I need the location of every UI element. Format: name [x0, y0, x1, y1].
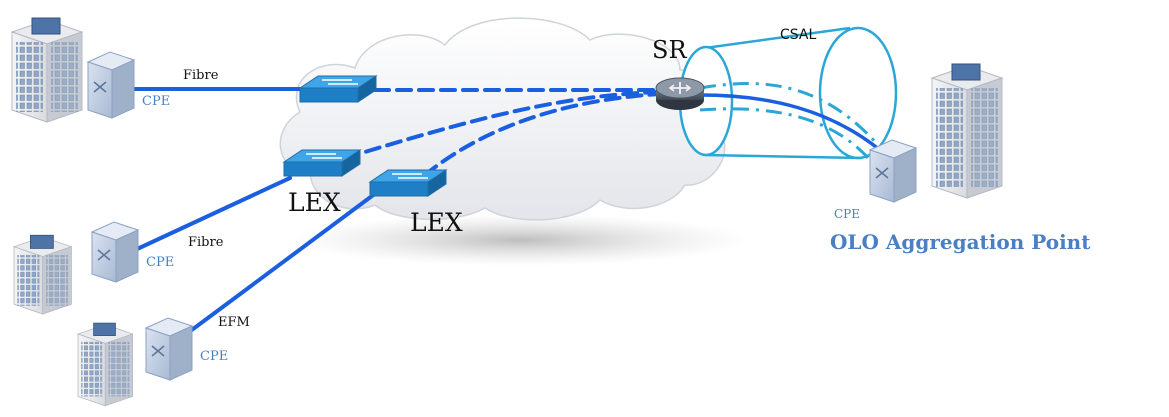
lex-label-1: LEX — [288, 188, 341, 217]
dashed-link-3 — [423, 92, 662, 177]
dashed-link-2 — [343, 90, 662, 160]
router-icon — [655, 77, 705, 110]
lan-switch-icon — [368, 169, 448, 197]
cpe-switch-icon — [868, 139, 918, 203]
lan-switch-icon — [298, 75, 378, 103]
csal-label: CSAL — [780, 27, 817, 43]
fibre-link-mid — [133, 176, 292, 252]
fibre-label-top: Fibre — [183, 68, 219, 83]
lex-label-2: LEX — [410, 208, 463, 237]
office-building-icon — [12, 234, 73, 315]
cpe-switch-icon — [86, 51, 136, 119]
lan-switch-icon — [282, 149, 362, 177]
office-building-icon — [930, 63, 1004, 199]
olo-aggregation-label: OLO Aggregation Point — [830, 230, 1091, 254]
sr-label: SR — [652, 36, 687, 64]
cpe-label-3: CPE — [200, 349, 229, 364]
cpe-label-right: CPE — [834, 207, 861, 221]
sr-to-cpe-link — [698, 93, 882, 152]
efm-link — [183, 188, 382, 337]
cpe-switch-icon — [144, 317, 194, 381]
office-building-icon — [76, 322, 134, 407]
links — [126, 87, 882, 337]
fibre-label-mid: Fibre — [188, 235, 224, 250]
cpe-label-2: CPE — [146, 255, 175, 270]
office-building-icon — [10, 17, 84, 123]
cpe-switch-icon — [90, 221, 140, 283]
cloud-shadow — [290, 214, 750, 266]
cpe-label-1: CPE — [142, 94, 171, 109]
efm-label: EFM — [218, 315, 250, 330]
csal-tunnel — [678, 26, 898, 161]
